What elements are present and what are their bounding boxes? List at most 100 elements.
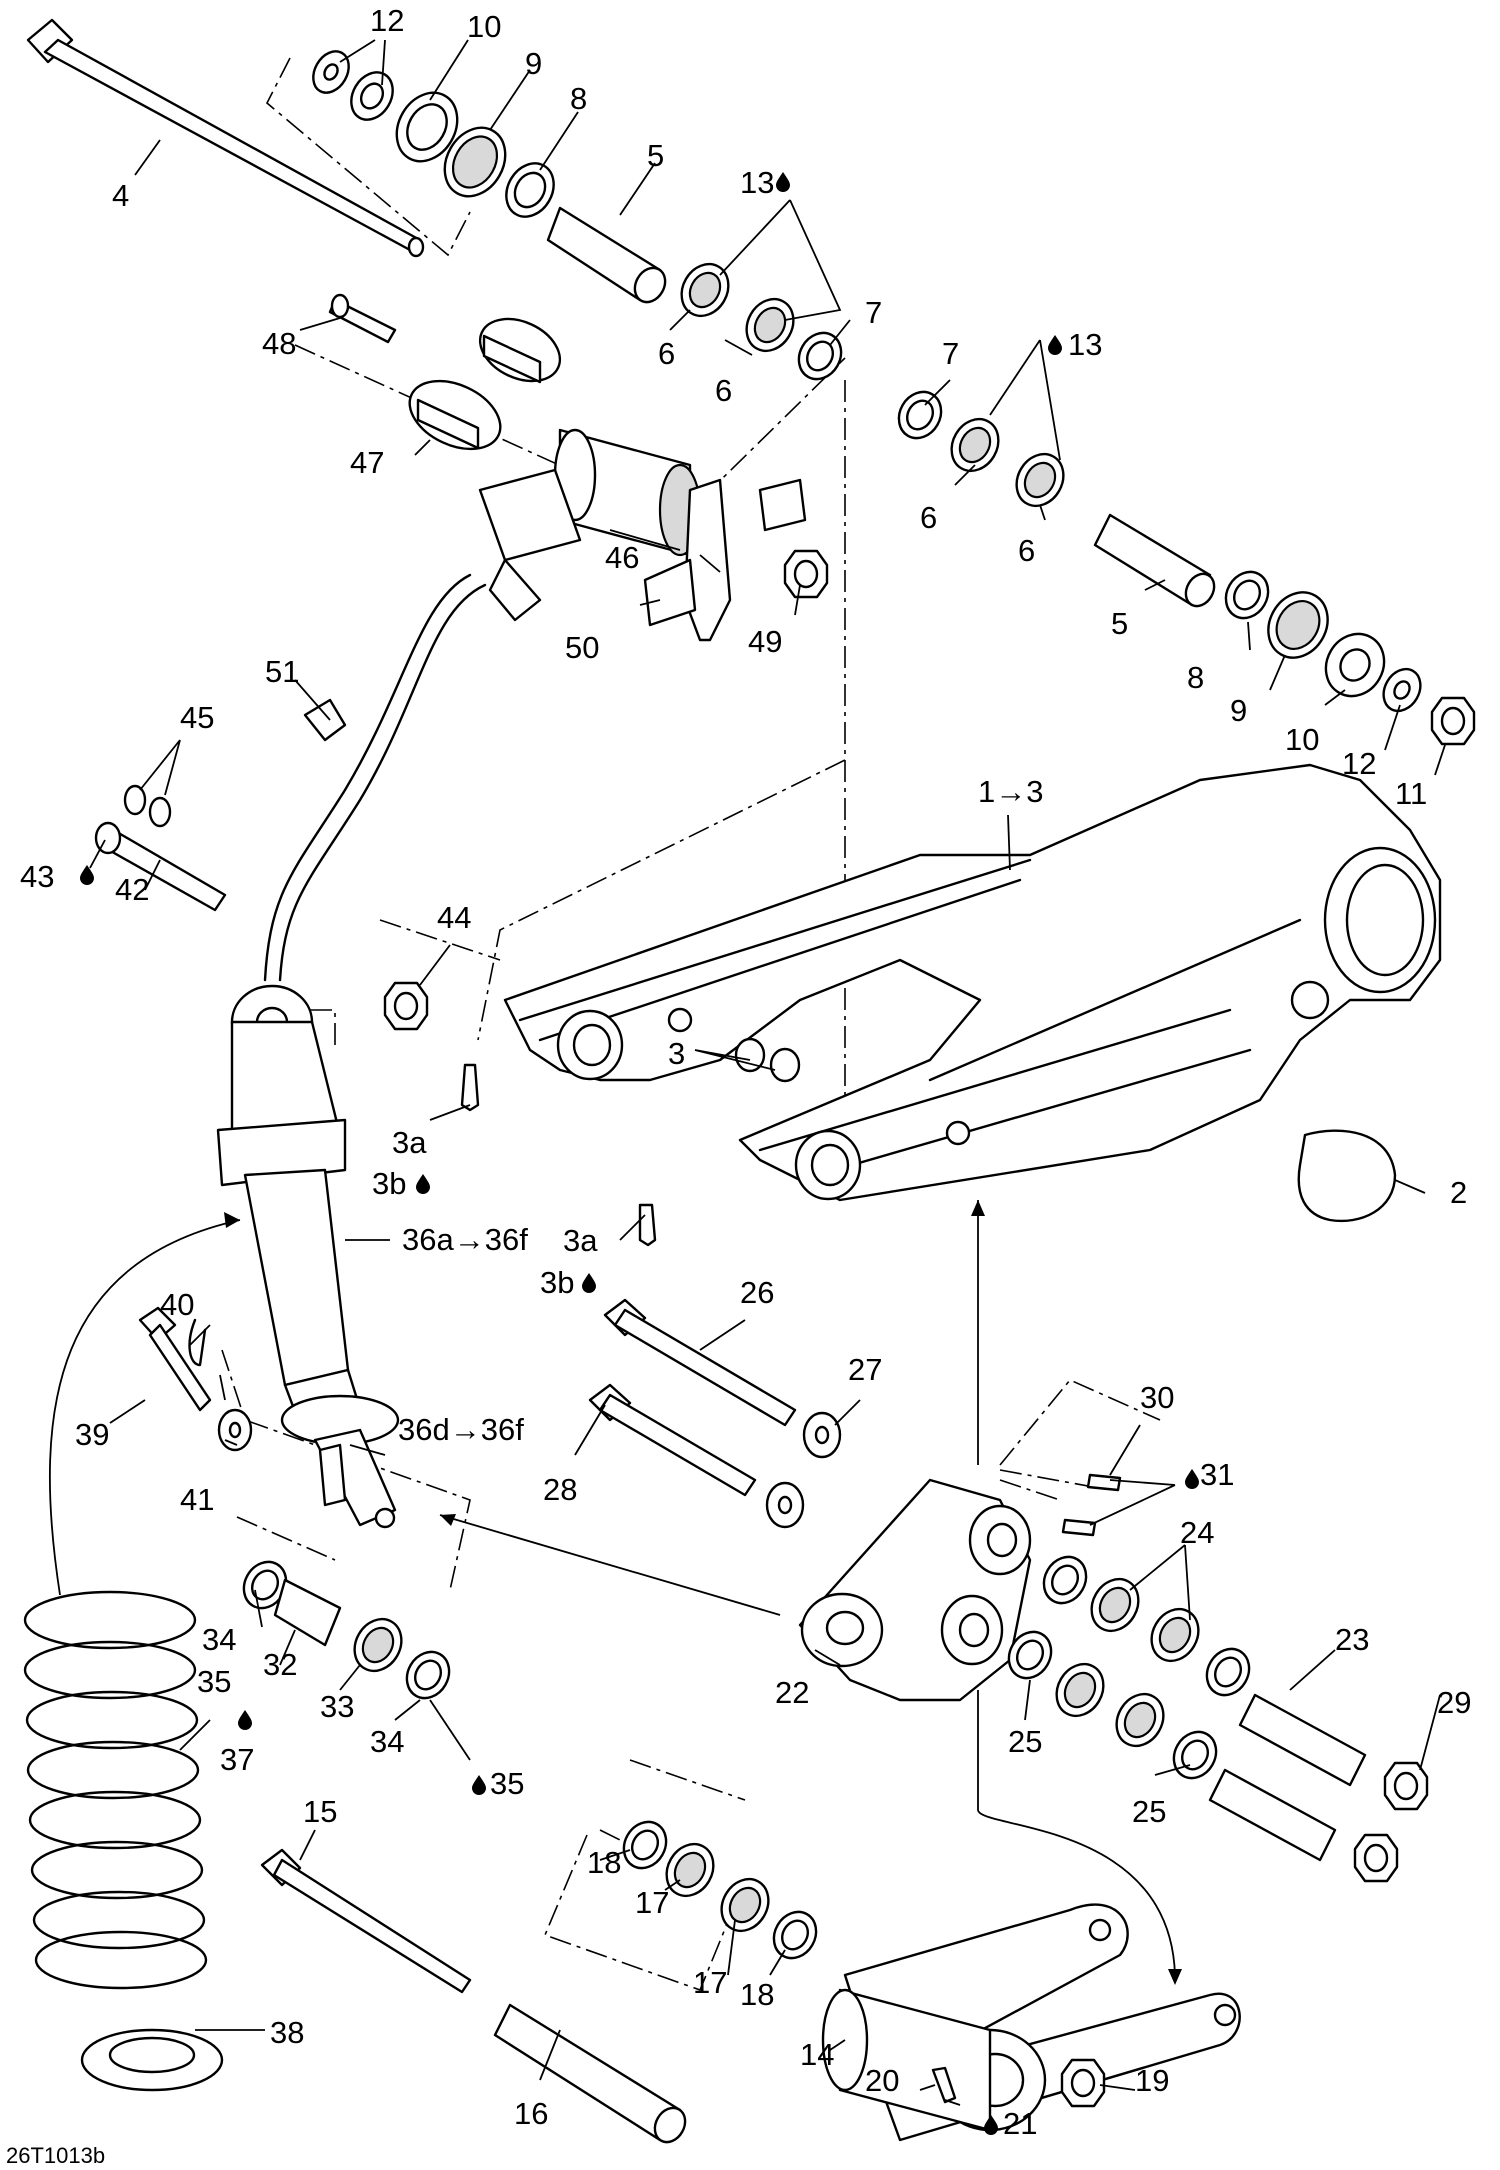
callout-6: 6 bbox=[1018, 533, 1035, 568]
callout-41: 41 bbox=[180, 1482, 214, 1517]
callout-5: 5 bbox=[647, 138, 664, 173]
callout-51: 51 bbox=[265, 654, 299, 689]
drawing-reference: 26T1013b bbox=[6, 2143, 105, 2168]
callout-25: 25 bbox=[1008, 1724, 1042, 1759]
top-bearings-part bbox=[671, 254, 851, 388]
spring-seat-part bbox=[80, 2028, 224, 2092]
callout-47: 47 bbox=[350, 445, 384, 480]
callout-6: 6 bbox=[920, 500, 937, 535]
callout-12: 12 bbox=[370, 3, 404, 38]
callout-10: 10 bbox=[467, 9, 501, 44]
callout-33: 33 bbox=[320, 1689, 354, 1724]
lower-bushing-part bbox=[234, 1553, 459, 1707]
leader-lines bbox=[89, 39, 1446, 2106]
callout-7: 7 bbox=[865, 295, 882, 330]
grease-fittings-part bbox=[1061, 1473, 1122, 1537]
top-sleeve-part bbox=[546, 206, 667, 304]
shock-nut-part bbox=[383, 981, 429, 1031]
callout-44: 44 bbox=[437, 900, 471, 935]
callout-6: 6 bbox=[715, 373, 732, 408]
callout-16: 16 bbox=[514, 2096, 548, 2131]
flow-arrows bbox=[48, 1200, 1182, 1985]
reservoir-assembly-part bbox=[328, 293, 702, 622]
callout-14: 14 bbox=[800, 2037, 834, 2072]
callout-31: 31 bbox=[1200, 1457, 1234, 1492]
cap-part bbox=[1297, 1129, 1397, 1223]
link-arm-part bbox=[821, 1903, 1241, 2142]
callout-26: 26 bbox=[740, 1275, 774, 1310]
callout-13: 13 bbox=[740, 165, 774, 200]
callout-3a: 3a bbox=[392, 1125, 427, 1160]
top-washer-stack-part bbox=[312, 50, 555, 218]
callout-40: 40 bbox=[160, 1287, 194, 1322]
spring-part bbox=[23, 1590, 208, 1990]
pin-part bbox=[94, 784, 227, 912]
callout-32: 32 bbox=[263, 1647, 297, 1682]
callout-38: 38 bbox=[270, 2015, 304, 2050]
callout-9: 9 bbox=[1230, 693, 1247, 728]
callout-1: 1→3 bbox=[978, 774, 1043, 809]
callout-24: 24 bbox=[1180, 1515, 1214, 1550]
axle-bolt-part bbox=[26, 18, 425, 258]
callout-labels: 1→3 2 3 3a 3b 3a 3b 4 5 5 6 6 6 6 7 7 8 … bbox=[6, 3, 1471, 2168]
callout-8: 8 bbox=[1187, 660, 1204, 695]
callout-45: 45 bbox=[180, 700, 214, 735]
callout-18: 18 bbox=[740, 1977, 774, 2012]
callout-39: 39 bbox=[75, 1417, 109, 1452]
callout-34: 34 bbox=[370, 1724, 404, 1759]
callout-3a: 3a bbox=[563, 1223, 598, 1258]
callout-35: 35 bbox=[490, 1766, 524, 1801]
rocker-bolts-part bbox=[588, 1298, 842, 1529]
bracket-part bbox=[643, 478, 829, 642]
callout-18: 18 bbox=[587, 1845, 621, 1880]
callout-27: 27 bbox=[848, 1352, 882, 1387]
callout-10: 10 bbox=[1285, 722, 1319, 757]
callout-4: 4 bbox=[112, 178, 129, 213]
callout-21: 21 bbox=[1003, 2106, 1037, 2141]
callout-34: 34 bbox=[202, 1622, 236, 1657]
callout-28: 28 bbox=[543, 1472, 577, 1507]
callout-20: 20 bbox=[865, 2063, 899, 2098]
callout-48: 48 bbox=[262, 326, 296, 361]
callout-13: 13 bbox=[1068, 327, 1102, 362]
rocker-bushings-part bbox=[999, 1548, 1429, 1883]
callout-36a: 36a→36f bbox=[402, 1222, 528, 1257]
callout-6: 6 bbox=[658, 336, 675, 371]
rocker-part bbox=[798, 1478, 1032, 1702]
link-bolt-part bbox=[260, 1848, 687, 2144]
callout-17: 17 bbox=[635, 1885, 669, 1920]
callout-3b: 3b bbox=[540, 1265, 574, 1300]
callout-3b: 3b bbox=[372, 1166, 406, 1201]
callout-19: 19 bbox=[1135, 2063, 1169, 2098]
callout-50: 50 bbox=[565, 630, 599, 665]
hose-part bbox=[263, 573, 487, 982]
callout-7: 7 bbox=[942, 336, 959, 371]
shock-absorber-part bbox=[216, 984, 400, 1529]
callout-29: 29 bbox=[1437, 1685, 1471, 1720]
swing-arm-part bbox=[503, 763, 1442, 1202]
callout-35: 35 bbox=[197, 1664, 231, 1699]
right-stack-part bbox=[889, 383, 1476, 746]
callout-8: 8 bbox=[570, 81, 587, 116]
callout-5: 5 bbox=[1111, 606, 1128, 641]
callout-37: 37 bbox=[220, 1742, 254, 1777]
callout-25: 25 bbox=[1132, 1794, 1166, 1829]
callout-36d: 36d→36f bbox=[398, 1412, 524, 1447]
callout-43: 43 bbox=[20, 859, 54, 894]
callout-46: 46 bbox=[605, 540, 639, 575]
callout-42: 42 bbox=[115, 872, 149, 907]
callout-17: 17 bbox=[693, 1965, 727, 2000]
callout-30: 30 bbox=[1140, 1380, 1174, 1415]
callout-23: 23 bbox=[1335, 1622, 1369, 1657]
callout-12: 12 bbox=[1342, 746, 1376, 781]
callout-9: 9 bbox=[525, 46, 542, 81]
callout-2: 2 bbox=[1450, 1175, 1467, 1210]
swing-arm-bushings-part bbox=[460, 1037, 801, 1247]
callout-11: 11 bbox=[1395, 776, 1427, 811]
callout-15: 15 bbox=[303, 1794, 337, 1829]
callout-22: 22 bbox=[775, 1675, 809, 1710]
lower-shock-bolt-part bbox=[138, 1306, 253, 1452]
callout-49: 49 bbox=[748, 624, 782, 659]
callout-3: 3 bbox=[668, 1036, 685, 1071]
